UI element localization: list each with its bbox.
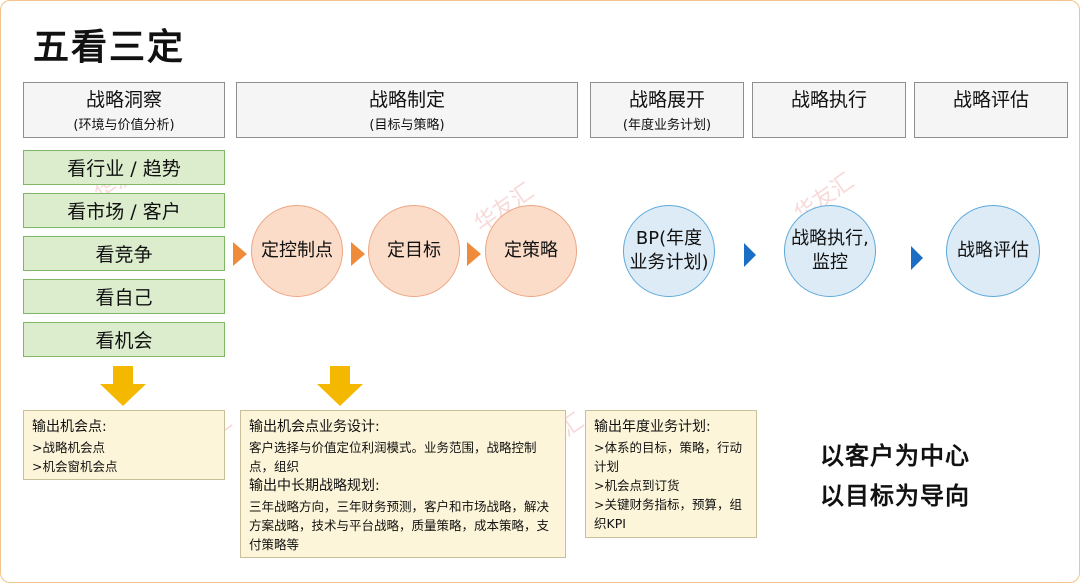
note-annual-plan-output: 输出年度业务计划: >体系的目标，策略，行动计划 >机会点到订货 >关键财务指标… [585, 410, 757, 538]
note-line: >关键财务指标，预算，组织KPI [594, 497, 742, 531]
down-arrow-icon [317, 366, 363, 406]
header-subtitle: (环境与价值分析) [73, 118, 175, 133]
header-strategy-insight: 战略洞察 (环境与价值分析) [23, 82, 225, 138]
header-title: 战略评估 [952, 89, 1029, 111]
header-strategy-formulation: 战略制定 (目标与策略) [236, 82, 578, 138]
look-item-competition: 看竞争 [23, 236, 225, 271]
flow-arrow-icon [467, 242, 481, 266]
header-title: 战略展开 [628, 89, 705, 111]
header-strategy-evaluation: 战略评估 [914, 82, 1068, 138]
down-arrow-icon [100, 366, 146, 406]
note-body: 客户选择与价值定位利润模式。业务范围，战略控制点，组织 [249, 440, 537, 474]
header-title: 战略执行 [790, 89, 867, 111]
circle-bp-plan: BP(年度业务计划) [623, 205, 715, 297]
circle-line: BP(年度 [635, 228, 703, 249]
circle-control-point: 定控制点 [251, 205, 343, 297]
slogan-goal-oriented: 以目标为导向 [820, 482, 970, 510]
header-title: 战略制定 [368, 89, 445, 111]
circle-line: 战略评估 [957, 240, 1029, 261]
look-item-opportunity: 看机会 [23, 322, 225, 357]
note-line: >体系的目标，策略，行动计划 [594, 440, 742, 474]
note-line: >机会点到订货 [594, 478, 680, 493]
note-heading: 输出年度业务计划: [594, 419, 711, 435]
header-subtitle: (目标与策略) [369, 118, 445, 133]
header-subtitle: (年度业务计划) [622, 118, 712, 133]
circle-evaluation: 战略评估 [946, 205, 1040, 297]
note-heading: 输出机会点: [32, 419, 107, 435]
look-item-market: 看市场 / 客户 [23, 193, 225, 228]
circle-execution-monitor: 战略执行, 监控 [784, 205, 876, 297]
header-strategy-deployment: 战略展开 (年度业务计划) [590, 82, 744, 138]
note-business-design-output: 输出机会点业务设计: 客户选择与价值定位利润模式。业务范围，战略控制点，组织 输… [240, 410, 566, 558]
note-heading: 输出中长期战略规划: [249, 478, 380, 494]
slogan-customer-centric: 以客户为中心 [820, 442, 970, 470]
note-heading: 输出机会点业务设计: [249, 419, 380, 435]
look-item-self: 看自己 [23, 279, 225, 314]
header-title: 战略洞察 [85, 89, 162, 111]
flow-arrow-icon [911, 246, 923, 270]
flow-arrow-icon [233, 242, 247, 266]
circle-target: 定目标 [368, 205, 460, 297]
circle-line: 战略执行, [791, 228, 869, 249]
flow-arrow-icon [744, 243, 756, 267]
circle-line: 监控 [811, 252, 848, 273]
note-opportunity-output: 输出机会点: >战略机会点 >机会窗机会点 [23, 410, 225, 480]
note-line: >战略机会点 [32, 440, 105, 455]
flow-arrow-icon [351, 242, 365, 266]
circle-line: 业务计划) [629, 252, 709, 273]
page-title: 五看三定 [33, 27, 186, 68]
note-body: 三年战略方向，三年财务预测，客户和市场战略，解决方案战略，技术与平台战略，质量策… [249, 499, 550, 552]
look-item-industry: 看行业 / 趋势 [23, 150, 225, 185]
circle-strategy: 定策略 [485, 205, 577, 297]
note-line: >机会窗机会点 [32, 459, 118, 474]
header-strategy-execution: 战略执行 [752, 82, 906, 138]
